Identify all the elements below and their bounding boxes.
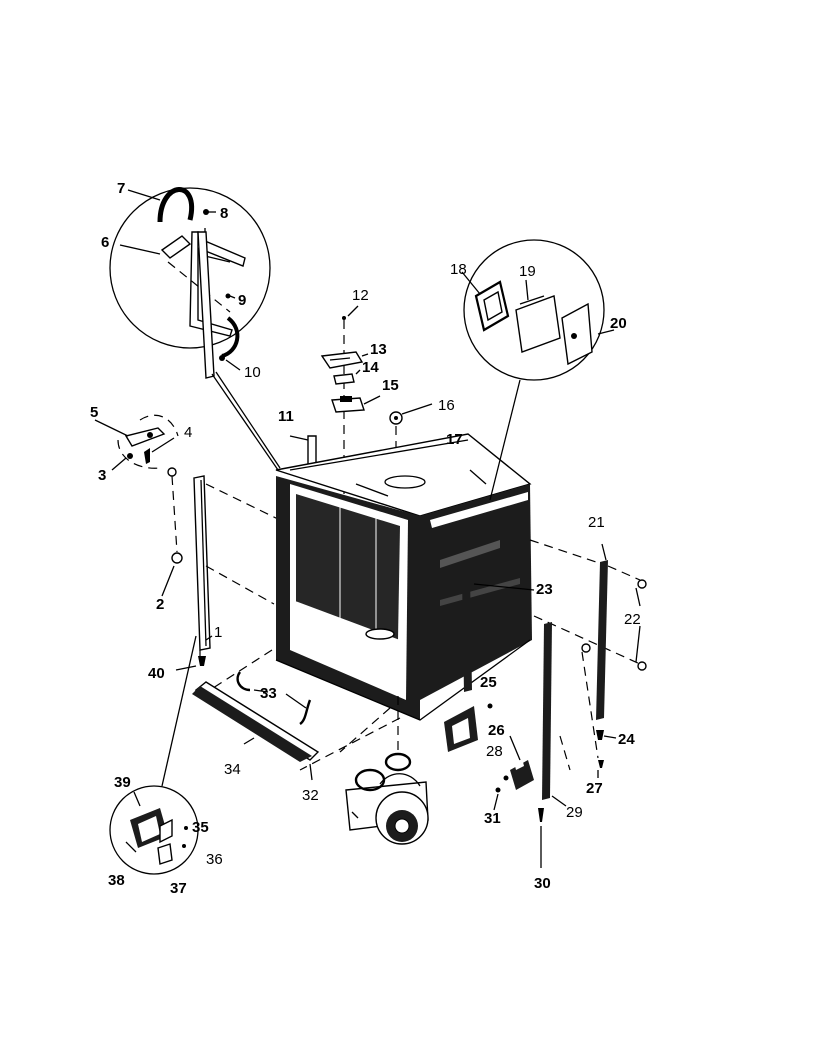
callout-14: 14 bbox=[362, 359, 379, 376]
callout-21: 21 bbox=[588, 514, 605, 531]
callout-29: 29 bbox=[566, 804, 583, 821]
callout-30: 30 bbox=[534, 875, 551, 892]
front-trim-parts bbox=[192, 671, 320, 781]
dishwasher-tub bbox=[275, 433, 535, 721]
callout-39: 39 bbox=[114, 774, 131, 791]
callout-19: 19 bbox=[519, 263, 536, 280]
callout-7: 7 bbox=[117, 180, 125, 197]
callout-25: 25 bbox=[480, 674, 497, 691]
detail-circle-switch-assembly bbox=[109, 635, 199, 875]
detail-circle-brackets bbox=[461, 239, 615, 501]
detail-circle-hose-assembly bbox=[109, 187, 271, 371]
callout-31: 31 bbox=[484, 810, 501, 827]
callout-26: 26 bbox=[488, 722, 505, 739]
callout-23: 23 bbox=[536, 581, 553, 598]
callout-3: 3 bbox=[98, 467, 106, 484]
callout-12: 12 bbox=[352, 287, 369, 304]
callout-36: 36 bbox=[206, 851, 223, 868]
callout-38: 38 bbox=[108, 872, 125, 889]
callout-10: 10 bbox=[244, 364, 261, 381]
callout-8: 8 bbox=[220, 205, 228, 222]
callout-4: 4 bbox=[184, 424, 192, 441]
callout-2: 2 bbox=[156, 596, 164, 613]
callout-32: 32 bbox=[302, 787, 319, 804]
callout-labels: 1 2 3 4 5 6 7 8 9 10 11 12 13 14 15 16 1… bbox=[90, 180, 641, 897]
callout-11: 11 bbox=[278, 408, 294, 425]
pump-bracket-parts bbox=[444, 703, 534, 811]
callout-9: 9 bbox=[238, 292, 246, 309]
callout-22: 22 bbox=[624, 611, 641, 628]
callout-35: 35 bbox=[192, 819, 209, 836]
mounting-bracket-group bbox=[94, 414, 179, 471]
callout-40: 40 bbox=[148, 665, 165, 682]
callout-18: 18 bbox=[450, 261, 467, 278]
callout-37: 37 bbox=[170, 880, 187, 897]
callout-17: 17 bbox=[446, 431, 463, 448]
callout-16: 16 bbox=[438, 397, 455, 414]
left-side-rail bbox=[161, 467, 281, 671]
callout-20: 20 bbox=[610, 315, 627, 332]
callout-34: 34 bbox=[224, 761, 241, 778]
callout-5: 5 bbox=[90, 404, 98, 421]
pump-motor-assembly bbox=[345, 752, 429, 845]
callout-33: 33 bbox=[260, 685, 277, 702]
callout-28: 28 bbox=[486, 743, 503, 760]
callout-1: 1 bbox=[214, 624, 222, 641]
callout-13: 13 bbox=[370, 341, 387, 358]
callout-6: 6 bbox=[101, 234, 109, 251]
door-hinge-arm bbox=[197, 231, 281, 471]
callout-27: 27 bbox=[586, 780, 603, 797]
callout-24: 24 bbox=[618, 731, 635, 748]
right-side-rails bbox=[538, 543, 647, 868]
callout-15: 15 bbox=[382, 377, 399, 394]
